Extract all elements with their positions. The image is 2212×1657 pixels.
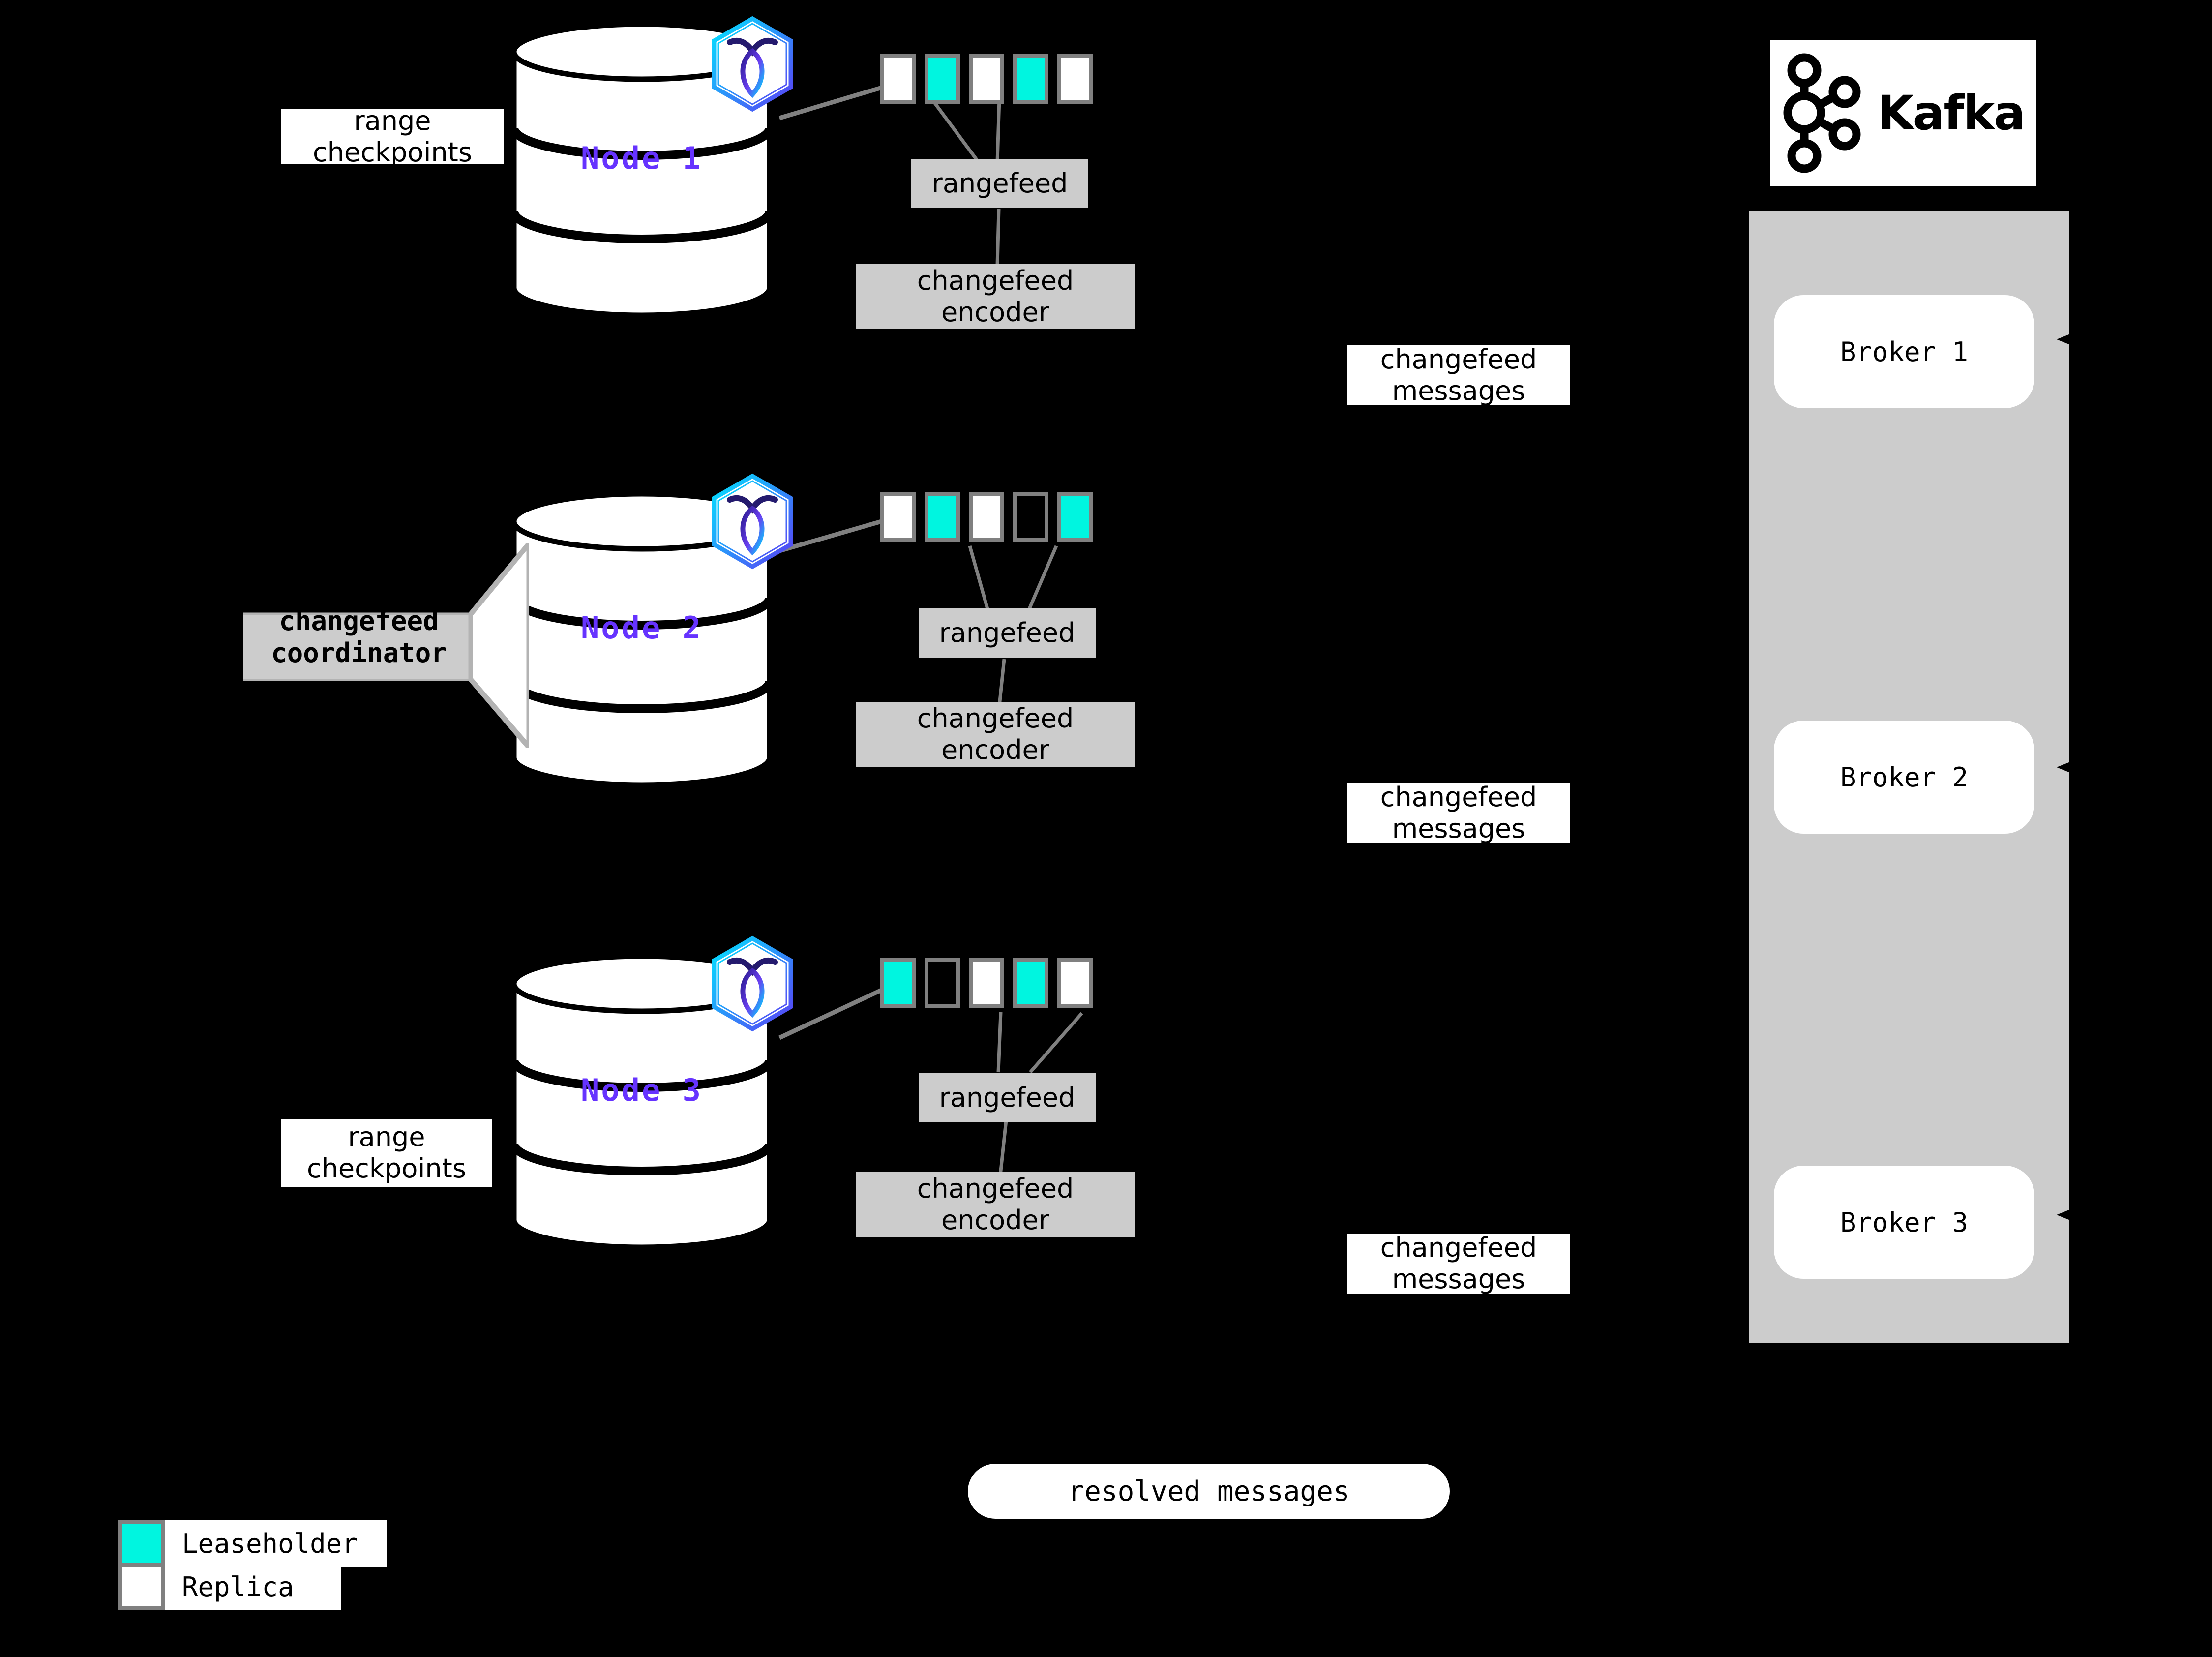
range-leaseholder[interactable] — [1057, 492, 1093, 542]
cf-msg-line-2: messages — [1392, 375, 1525, 406]
broker-3-pill[interactable]: Broker 3 — [1774, 1166, 2034, 1279]
resolved-messages-oval[interactable]: resolved messages — [968, 1464, 1450, 1519]
changefeed-messages-label-2: changefeed messages — [1347, 782, 1570, 844]
node-3-changefeed-encoder-box[interactable]: changefeed encoder — [856, 1172, 1135, 1237]
cf-msg-line-1: changefeed — [1380, 782, 1537, 813]
node-1-range-checkpoints-label: range checkpoints — [281, 105, 504, 168]
node-2-changefeed-encoder-box[interactable]: changefeed encoder — [856, 702, 1135, 767]
encoder-line-2: encoder — [941, 297, 1049, 328]
changefeed-coordinator-label[interactable]: changefeed coordinator — [246, 605, 472, 670]
node-3-rangefeed-box[interactable]: rangefeed — [919, 1073, 1096, 1122]
broker-2-pill[interactable]: Broker 2 — [1774, 721, 2034, 834]
cf-msg-line-1: changefeed — [1380, 1232, 1537, 1264]
encoder-line-2: encoder — [941, 734, 1049, 765]
range-replica[interactable] — [969, 492, 1004, 542]
kafka-wordmark: Kafka — [1877, 86, 2026, 141]
changefeed-messages-label-1: changefeed messages — [1347, 344, 1570, 406]
range-checkpoints-line-2: checkpoints — [313, 137, 472, 168]
range-leaseholder[interactable] — [1013, 958, 1048, 1008]
range-replica[interactable] — [1057, 958, 1093, 1008]
cf-msg-line-2: messages — [1392, 1264, 1525, 1295]
node-2-rangefeed-box[interactable]: rangefeed — [919, 608, 1096, 658]
legend: Leaseholder Replica — [118, 1520, 387, 1610]
node-3-cylinder: Node 3 — [511, 954, 772, 1249]
legend-item-replica: Replica — [118, 1563, 387, 1610]
changefeed-messages-label-3: changefeed messages — [1347, 1232, 1570, 1295]
node-2-cylinder: Node 2 — [511, 492, 772, 787]
legend-swatch-replica — [118, 1563, 165, 1610]
legend-swatch-leaseholder — [118, 1520, 165, 1567]
broker-3-inbound-arrow-icon — [2057, 1209, 2071, 1221]
encoder-line-2: encoder — [941, 1205, 1049, 1235]
encoder-line-1: changefeed — [917, 1173, 1074, 1205]
changefeed-coordinator-arrow — [243, 543, 529, 748]
cockroachdb-hexagon-icon — [708, 934, 797, 1033]
broker-2-inbound-arrow-icon — [2057, 761, 2071, 773]
node-2-label: Node 2 — [581, 610, 703, 646]
node-2-range-row — [880, 492, 1093, 542]
kafka-broker-panel: Broker 1 Broker 2 Broker 3 — [1749, 211, 2069, 1343]
broker-1-inbound-arrow-icon — [2057, 333, 2071, 345]
cf-msg-line-1: changefeed — [1380, 344, 1537, 375]
range-empty[interactable] — [1013, 492, 1048, 542]
range-checkpoints-line-1: range — [348, 1121, 425, 1153]
legend-label-leaseholder: Leaseholder — [165, 1520, 387, 1567]
range-leaseholder[interactable] — [880, 958, 916, 1008]
range-leaseholder[interactable] — [925, 54, 960, 104]
range-replica[interactable] — [880, 54, 916, 104]
node-1-label: Node 1 — [581, 140, 703, 176]
range-replica[interactable] — [1057, 54, 1093, 104]
cf-msg-line-2: messages — [1392, 813, 1525, 844]
legend-label-replica: Replica — [165, 1563, 341, 1610]
encoder-line-1: changefeed — [917, 703, 1074, 734]
kafka-nodes-icon — [1783, 53, 1861, 173]
cockroachdb-hexagon-icon — [708, 472, 797, 571]
legend-item-leaseholder: Leaseholder — [118, 1520, 387, 1567]
range-checkpoints-line-2: checkpoints — [307, 1153, 466, 1184]
range-replica[interactable] — [880, 492, 916, 542]
range-replica[interactable] — [969, 958, 1004, 1008]
node-3-range-checkpoints-label: range checkpoints — [281, 1119, 492, 1187]
range-leaseholder[interactable] — [925, 492, 960, 542]
broker-1-pill[interactable]: Broker 1 — [1774, 295, 2034, 408]
node-3-label: Node 3 — [581, 1072, 703, 1108]
node-1-changefeed-encoder-box[interactable]: changefeed encoder — [856, 264, 1135, 329]
coordinator-line-1: changefeed — [279, 605, 439, 637]
node-1-cylinder: Node 1 — [511, 22, 772, 317]
kafka-logo-card: Kafka — [1770, 40, 2036, 186]
cockroachdb-hexagon-icon — [708, 15, 797, 113]
range-checkpoints-line-1: range — [354, 105, 431, 137]
node-3-range-row — [880, 958, 1093, 1008]
node-1-range-row — [880, 54, 1093, 104]
node-1-rangefeed-box[interactable]: rangefeed — [911, 159, 1088, 208]
range-replica[interactable] — [969, 54, 1004, 104]
coordinator-line-2: coordinator — [271, 637, 447, 668]
range-leaseholder[interactable] — [1013, 54, 1048, 104]
range-empty[interactable] — [925, 958, 960, 1008]
encoder-line-1: changefeed — [917, 265, 1074, 297]
